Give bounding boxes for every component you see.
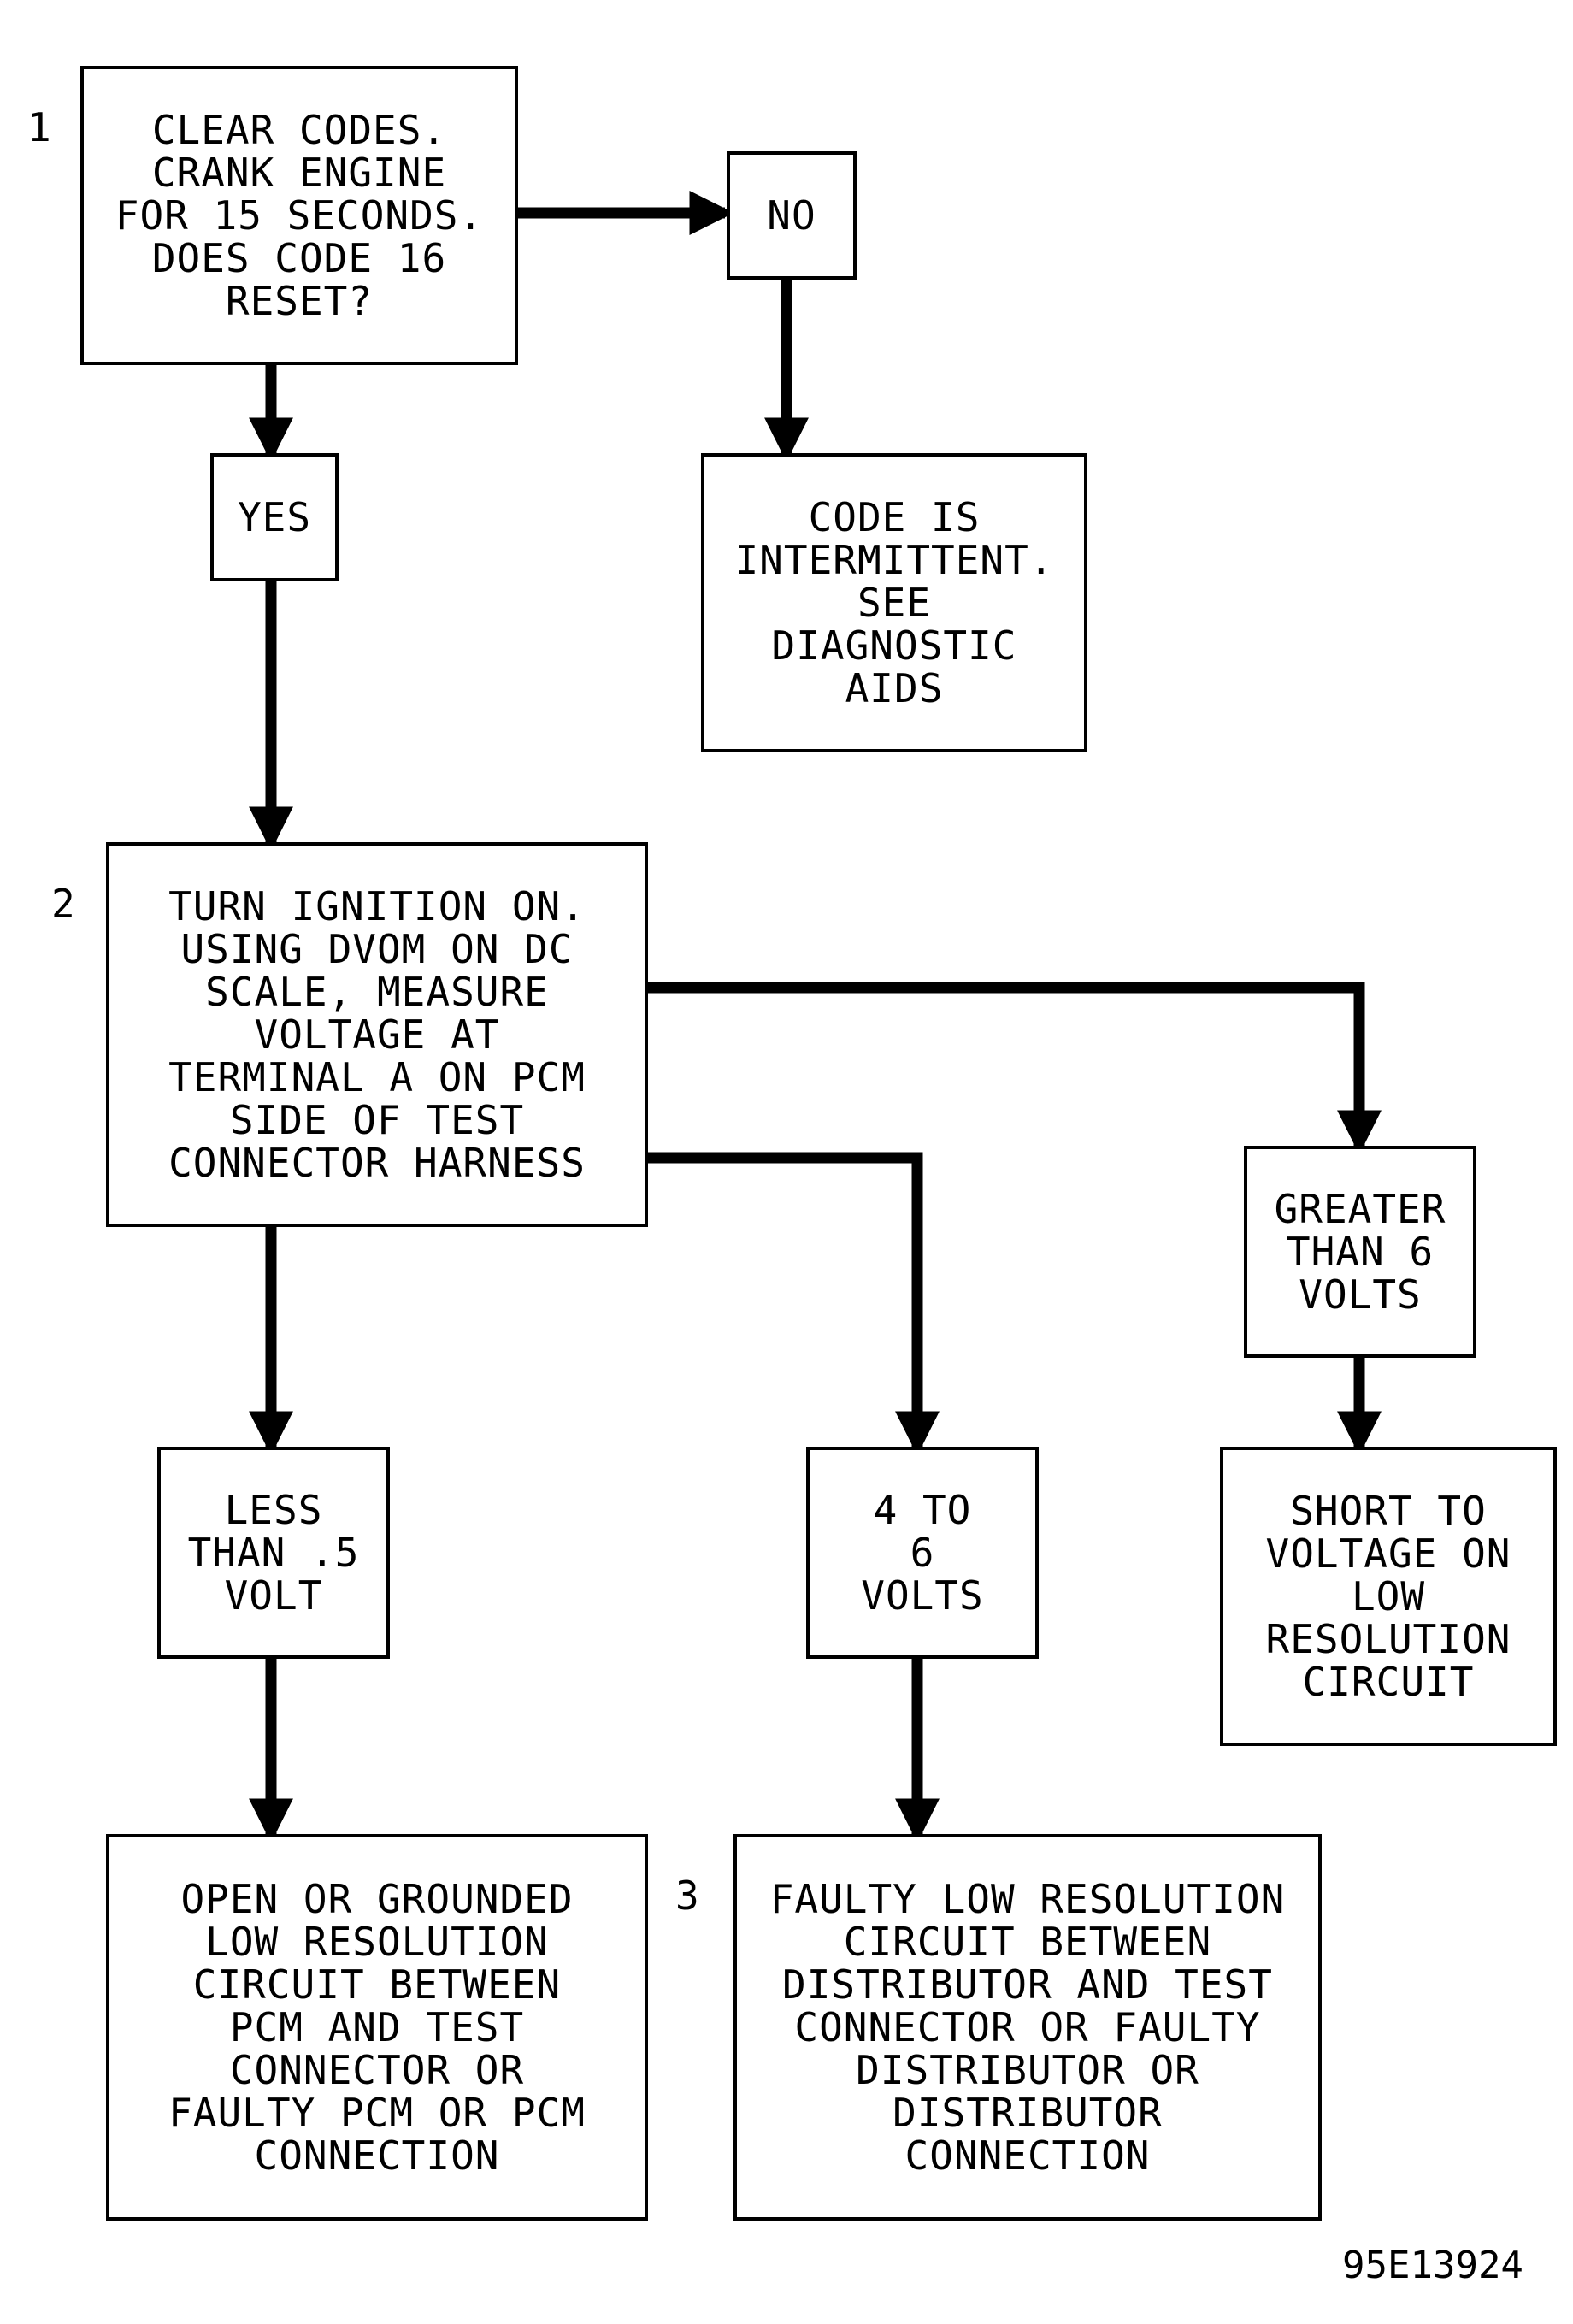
step1-number: 1 [27, 104, 51, 150]
figure-id: 95E13924 [1342, 2244, 1523, 2287]
greater-than-6-volts-box: GREATER THAN 6 VOLTS [1244, 1146, 1476, 1358]
step1-box: CLEAR CODES. CRANK ENGINE FOR 15 SECONDS… [80, 66, 518, 365]
less-than-half-volt-box: LESS THAN .5 VOLT [157, 1447, 390, 1659]
step3-box: FAULTY LOW RESOLUTION CIRCUIT BETWEEN DI… [733, 1834, 1322, 2221]
four-to-six-volts-box: 4 TO 6 VOLTS [806, 1447, 1039, 1659]
step2-number: 2 [51, 881, 75, 927]
no-box: NO [727, 151, 857, 280]
step2-box: TURN IGNITION ON. USING DVOM ON DC SCALE… [106, 842, 648, 1227]
short-to-voltage-result-box: SHORT TO VOLTAGE ON LOW RESOLUTION CIRCU… [1220, 1447, 1557, 1746]
intermittent-result-box: CODE IS INTERMITTENT. SEE DIAGNOSTIC AID… [701, 453, 1087, 752]
yes-box: YES [210, 453, 339, 581]
arrow-step2-to-4to6 [646, 1152, 940, 1456]
open-or-grounded-result-box: OPEN OR GROUNDED LOW RESOLUTION CIRCUIT … [106, 1834, 648, 2221]
step3-number: 3 [675, 1873, 699, 1919]
arrow-step2-to-greater [646, 982, 1382, 1155]
